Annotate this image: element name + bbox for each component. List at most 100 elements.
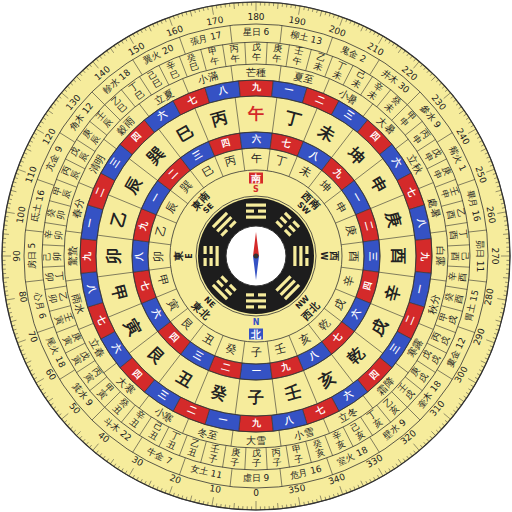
degree-tick [445,89,448,91]
mansion-divider-line [370,60,380,75]
dragon-divider-line [42,266,64,267]
dragon-divider-line [306,441,312,462]
dragon-divider-line [201,49,207,70]
degree-tick [451,96,454,98]
mountain-small: 子 [251,347,262,359]
needle-south [253,232,259,256]
degree-tick [366,481,368,484]
degree-tick [36,379,44,384]
yin-line [305,246,308,254]
degree-tick [286,4,287,7]
degree-tick [141,30,143,33]
degree-tick [3,229,6,230]
mansion-divider-line [407,407,420,420]
mountain-inner-divider-line [335,289,355,297]
degree-tick [233,3,235,9]
yin-line [210,246,213,254]
degree-tick [308,8,310,11]
degree-tick [19,165,22,166]
degree-tick [385,38,387,41]
degree-tick [496,190,502,192]
degree-tick [242,506,243,509]
degree-tick [67,424,70,426]
sexagenary-dragon: 己卯 [43,252,63,261]
degree-tick [233,503,235,509]
degree-tick [64,420,67,422]
solar-term: 白露 [435,246,446,266]
dragon-divider-line [223,446,226,468]
degree-tick [67,86,70,88]
degree-tick [11,190,17,192]
direction-letter: N [253,318,260,327]
degree-tick [497,299,506,301]
dragon-divider-line [266,448,267,470]
degree-tick [497,185,500,187]
degree-tick [459,110,464,113]
mountain-inner-divider-line [215,156,223,176]
yin-line [246,210,254,213]
term-divider-line [139,396,149,409]
ring-numeral: 九 [83,252,93,261]
yin-line [275,220,283,228]
mountain-divider-line [379,235,415,240]
yin-line [288,225,296,233]
degree-tick [468,389,471,391]
degree-tick [100,453,102,456]
degree-tick [198,9,200,12]
degree-tick [30,141,33,143]
dragon-divider-line [223,45,226,67]
degree-tick [70,83,73,85]
degree-tick [439,427,442,429]
degree-tick [503,233,509,235]
degree-tick [4,290,7,291]
degree-tick [11,320,17,322]
term-divider-line [79,323,94,329]
degree-tick [496,182,499,183]
degree-tick [374,32,376,35]
degree-tick [133,475,135,478]
yin-line [204,258,207,266]
ring-boundary [132,132,380,380]
degree-tick [485,153,488,154]
degree-tick [316,499,318,502]
mountain-inner-divider-line [156,215,176,223]
degree-tick [153,24,154,27]
degree-tick [178,14,179,17]
degree-tick [427,70,429,73]
ring-numeral: 一 [283,85,294,96]
mansion-divider-line [458,179,475,185]
mansion-divider-line [179,458,185,475]
degree-tick [479,141,482,143]
degree-tick [24,153,27,154]
degree-tick [451,414,454,416]
degree-tick [185,12,187,15]
degree-tick [32,374,35,376]
degree-tick [93,444,99,451]
degree-tick [325,497,327,500]
degree-tick [333,494,334,497]
degree-tick [141,479,143,482]
degree-tick [338,16,339,19]
degree-tick [392,43,394,46]
degree-tick [76,76,80,80]
degree-tick [129,468,134,476]
degree-tick [145,481,147,484]
degree-tick [13,329,16,330]
ring-boundary [196,196,316,316]
direction-chinese: 北 [249,329,263,340]
degree-tick [420,64,422,67]
yin-line [258,293,266,296]
degree-tick [488,161,491,162]
degree-tick [370,30,372,33]
mansion-divider-line [469,280,487,282]
degree-tick [118,466,120,469]
degree-tick [340,486,343,494]
degree-tick [53,103,56,105]
yin-line [246,305,254,308]
yin-line [258,210,266,213]
degree-tick [9,198,12,200]
degree-tick [194,10,196,13]
degree-tick [430,73,432,76]
degree-tick [203,8,205,11]
mountain-divider-line [195,371,209,404]
